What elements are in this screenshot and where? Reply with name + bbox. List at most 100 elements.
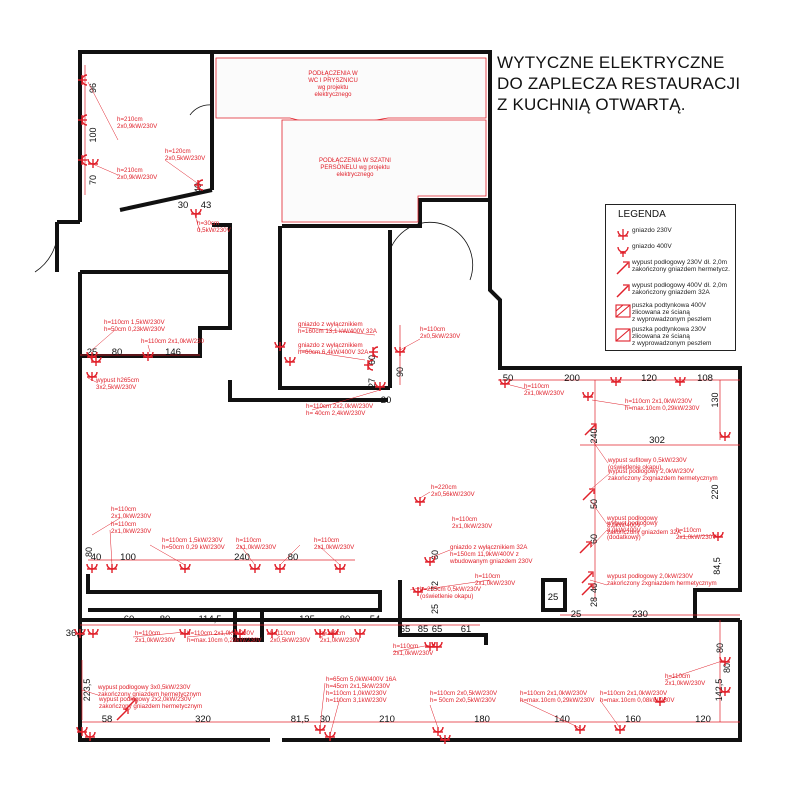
room-note: PODŁĄCZENIA W SZATNI xyxy=(319,158,391,164)
outlet-label: h=110cm 2x1,0kW/230V xyxy=(625,398,693,405)
outlet-label: h=65cm 5,0kW/400V 16A xyxy=(326,676,397,683)
legend-item-line: zlicowana ze ścianą xyxy=(632,309,690,316)
dimension-label: 130 xyxy=(710,392,720,407)
outlet-label: h=110cm xyxy=(665,673,690,680)
outlet-label: h=max.10cm 0,29kW/230V xyxy=(625,405,700,412)
floor-outlet-icon xyxy=(584,423,597,436)
outlet-label: 2x0,5kW/230V xyxy=(165,155,206,162)
dimension-label: 96 xyxy=(88,83,98,93)
outlet-label: h=110cm 1,5kW/230V xyxy=(162,537,223,544)
dimension-label: 240 xyxy=(589,428,599,443)
socket-icon xyxy=(324,731,336,741)
outlet-label: 2x1,0kW/230V xyxy=(475,580,516,587)
floor-outlet-icon xyxy=(579,541,592,554)
walls xyxy=(34,50,742,742)
outlet-label: h=110cm 1,5kW/230V xyxy=(104,319,165,326)
dimension-label: 50 xyxy=(589,499,599,509)
socket-icon xyxy=(369,346,379,358)
room-note: wg projektu xyxy=(317,85,349,91)
dimension-label: 142,5 xyxy=(714,679,724,702)
dimension-label: 60 xyxy=(589,534,599,544)
legend-item-label: gniazdo 230V xyxy=(632,227,736,234)
outlet-label: (oświetlenie okapu) xyxy=(608,464,661,471)
socket-400v-icon xyxy=(617,246,629,257)
socket-icon xyxy=(327,628,339,638)
dimension-label: 40 xyxy=(589,583,599,593)
dimension-label: 160 xyxy=(625,714,641,725)
outlet-label: gniazdo z wyłącznikiem 32A xyxy=(450,544,528,551)
socket-icon xyxy=(364,359,374,371)
outlet-label: 8,0kW/400V xyxy=(607,522,642,529)
dimension-label: 80 xyxy=(288,552,299,563)
room-note: PODŁĄCZENIA W xyxy=(308,71,358,77)
outlet-label: h=110cm 2x2,0kW/230V xyxy=(306,403,374,410)
socket-icon xyxy=(374,381,386,391)
legend-item-line: zlicowana ze ścianą xyxy=(632,333,690,340)
dimension-label: 72 xyxy=(430,581,440,591)
outlet-label: 3x2,5kW/230V xyxy=(96,384,137,391)
outlet-label: h=110cm 3,1kW/230V xyxy=(326,697,387,704)
dimension-label: 60 xyxy=(124,614,135,625)
outlet-label: h=45cm 2x1,5kW/230V xyxy=(326,683,391,690)
socket-icon xyxy=(719,431,731,441)
dimension-label: 81,5 xyxy=(291,714,310,725)
dimension-label: 65 xyxy=(400,624,411,635)
dimension-label: 114,5 xyxy=(198,614,221,625)
socket-icon xyxy=(314,628,326,638)
outlet-label: h=210cm xyxy=(117,116,143,123)
dimension-label: 54 xyxy=(370,614,381,625)
socket-icon xyxy=(274,563,286,573)
outlet-label: 2x1,0kW/230V xyxy=(393,650,434,657)
outlet-label: 2x1,0kW/230V xyxy=(676,534,717,541)
outlet-label: wypust podłogowy 2x2,0kW/230V xyxy=(98,696,192,703)
socket-icon xyxy=(179,628,191,638)
dimension-lines xyxy=(80,65,740,723)
socket-icon xyxy=(87,628,99,638)
outlet-label: h=110cm 2x1,0kW/230V xyxy=(187,630,255,637)
dimension-label: 220 xyxy=(710,484,720,499)
outlet-label: h=110cm 1,0kW/230V xyxy=(326,690,387,697)
dimension-label: 200 xyxy=(564,373,580,384)
dimension-label: 65 xyxy=(432,624,443,635)
dimension-label: 20 xyxy=(381,395,392,406)
outlet-label: h=110cm xyxy=(524,383,549,390)
dimension-label: 25 xyxy=(430,604,440,614)
outlet-label: h=160cm 13,1 kW/400V 32A xyxy=(298,328,378,335)
outlet-label: wypust podłogowy 2,0kW/230V xyxy=(607,468,695,475)
floor-outlet-icon xyxy=(582,488,595,501)
socket-icon xyxy=(719,656,731,666)
outlet-label: h=220cm xyxy=(431,484,457,491)
legend-item-line: gniazdo 230V xyxy=(632,227,672,234)
dimension-label: 120 xyxy=(695,714,711,725)
outlet-label: 2x1,0kW/230V xyxy=(135,637,176,644)
socket-icon xyxy=(654,696,666,706)
socket-icon xyxy=(439,734,451,744)
dimension-label: 125 xyxy=(299,614,315,625)
socket-icon xyxy=(179,563,191,573)
outlet-labels: h=210cm2x0,9kW/230Vh=120cm2x0,5kW/230Vh=… xyxy=(81,81,726,736)
outlet-label: h=110cm 2x0,5kW/230V xyxy=(430,690,498,697)
electrical-symbols xyxy=(74,74,731,744)
room-note: elektrycznego xyxy=(314,92,352,98)
socket-icon xyxy=(614,724,626,734)
dimension-label: 70 xyxy=(88,175,98,185)
outlet-label: 2x0,56kW/230V xyxy=(431,491,476,498)
outlet-label: h=110cm xyxy=(475,573,500,580)
title-line: WYTYCZNE ELEKTRYCZNE xyxy=(497,53,725,72)
outlet-label: wypust podłogowy 3x0,5kW/230V xyxy=(97,684,191,691)
outlet-label: h=210cm xyxy=(117,167,143,174)
outlet-label: zakończony gniazdem 32A xyxy=(607,529,682,536)
floor-outlet-icon xyxy=(581,583,594,596)
dimension-label: 61 xyxy=(461,624,472,635)
title-line: Z KUCHNIĄ OTWARTĄ. xyxy=(497,95,686,114)
legend-item: gniazdo 400V xyxy=(606,243,737,263)
outlet-label: h=60cm 6,4kW/400V 32A xyxy=(298,349,369,356)
junction-box-230v-icon xyxy=(615,328,631,342)
outlet-label: 2x1,0kW/230V xyxy=(665,680,706,687)
socket-icon xyxy=(431,641,443,651)
socket-icon xyxy=(394,346,406,356)
outlet-label: h=110cm 2x1,0kW/230V xyxy=(600,690,668,697)
